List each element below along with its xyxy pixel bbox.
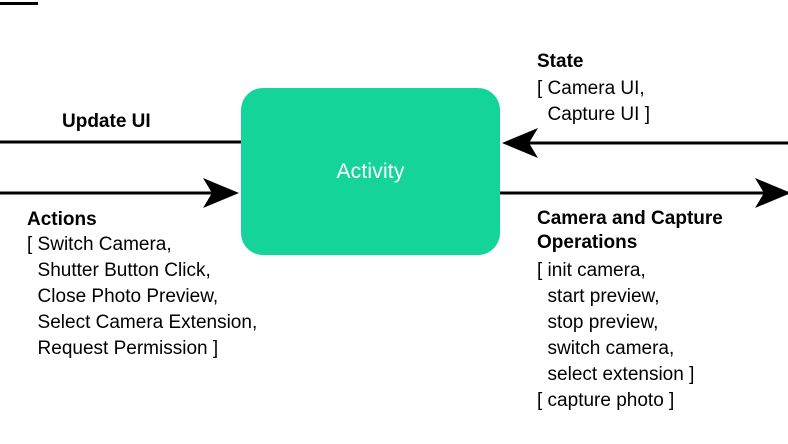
edge-label-operations-items-secondary: [ capture photo ] — [537, 390, 675, 411]
edge-label-operations: Camera and Capture Operations — [537, 208, 723, 253]
activity-node[interactable]: Activity — [241, 88, 500, 255]
edge-label-actions-items: [ Switch Camera, Shutter Button Click, C… — [27, 234, 258, 359]
edge-label-state: State — [537, 51, 584, 72]
corner-rule — [0, 2, 38, 5]
edge-label-actions: Actions — [27, 209, 97, 230]
activity-node-label: Activity — [336, 160, 405, 183]
edge-label-state-items: [ Camera UI, Capture UI ] — [537, 78, 650, 125]
edge-label-update-ui: Update UI — [62, 111, 151, 132]
edge-label-operations-items: [ init camera, start preview, stop previ… — [537, 260, 695, 385]
